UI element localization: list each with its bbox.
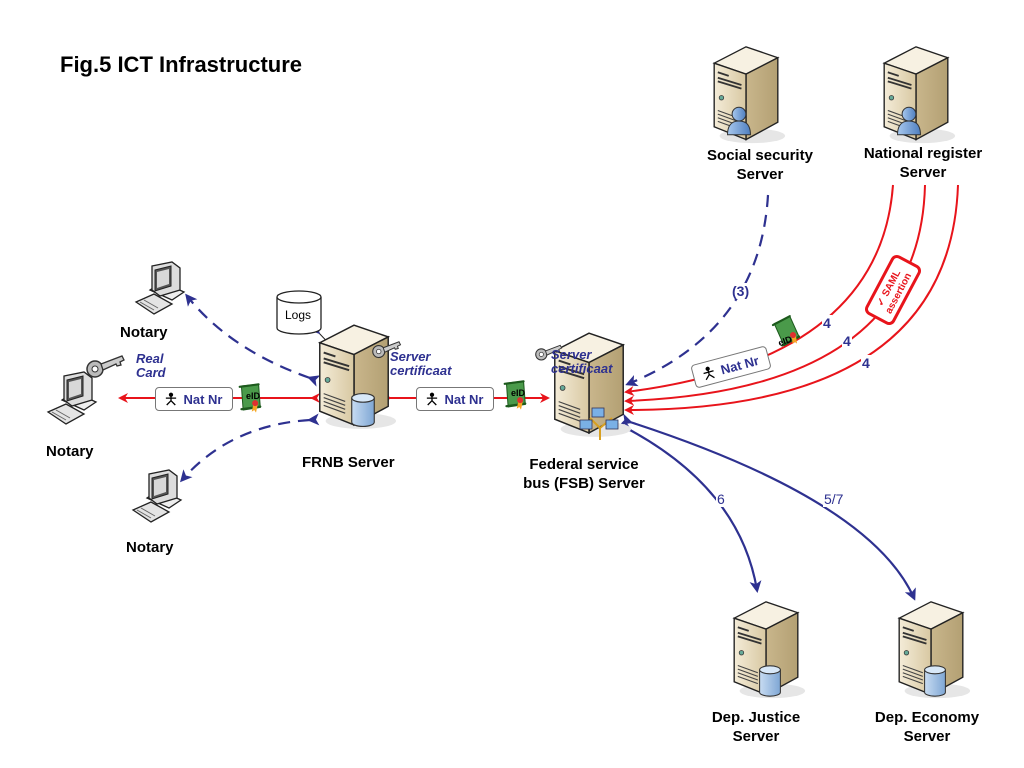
real-card-line2: Card (136, 365, 166, 380)
fsb-label-line2: bus (FSB) Server (523, 475, 645, 492)
notary-bottom-label: Notary (126, 539, 174, 556)
real-card-label: Real Card (136, 352, 166, 380)
national-register-label: National register Server (848, 144, 998, 182)
nat-nr-badge: Nat Nr (416, 387, 494, 411)
natreg-label-line2: Server (899, 164, 947, 181)
justice-server-label: Dep. Justice Server (696, 708, 816, 746)
economy-label-line2: Server (903, 728, 951, 745)
economy-server-label: Dep. Economy Server (862, 708, 992, 746)
cert-line2: certificaat (390, 363, 452, 378)
person-stick-icon (165, 392, 177, 406)
notary-left-computer-icon[interactable] (47, 371, 97, 425)
edge-label-justice: 6 (716, 491, 726, 507)
eid-label: eID (246, 391, 261, 401)
saml-assertion-badge (864, 254, 922, 326)
eid-label: eID (511, 388, 526, 398)
database-icon (759, 665, 781, 697)
nat-nr-label: Nat Nr (183, 391, 223, 407)
fsb-server-certificate-label: Server certificaat (551, 348, 612, 376)
notary-left-label: Notary (46, 443, 94, 460)
justice-label-line2: Server (732, 728, 780, 745)
logs-database-icon (276, 290, 322, 335)
edge-label-social: (3) (731, 283, 751, 299)
notary-top-label: Notary (120, 324, 168, 341)
notary-top-computer-icon[interactable] (135, 261, 185, 315)
edge-natreg-fsb-c (624, 184, 959, 415)
frnb-server-label: FRNB Server (302, 454, 395, 471)
fsb-label-line1: Federal service (529, 456, 639, 473)
figure-title: Fig.5 ICT Infrastructure (60, 52, 303, 77)
edge-fsb-economy (619, 413, 916, 601)
cert-line2: certificaat (551, 361, 613, 376)
notary-bottom-computer-icon[interactable] (132, 469, 182, 523)
database-icon (924, 665, 946, 697)
person-stick-icon (426, 392, 438, 406)
nat-nr-label: Nat Nr (444, 391, 484, 407)
database-icon (351, 392, 375, 428)
edge-fsb-justice (619, 420, 762, 593)
person-stick-icon (702, 365, 717, 382)
social-security-label: Social security Server (690, 146, 830, 184)
frnb-server-certificate-label: Server certificaat (390, 350, 451, 378)
cert-line1: Server (551, 347, 592, 362)
edge-natreg-fsb-a (624, 184, 894, 396)
edge-social-fsb (625, 194, 770, 387)
edge-label-natreg-c: 4 (861, 355, 871, 371)
edge-label-natreg-b: 4 (842, 333, 852, 349)
social-label-line1: Social security (707, 147, 813, 164)
fsb-server-label: Federal service bus (FSB) Server (514, 455, 654, 493)
real-card-key-icon (86, 355, 125, 378)
edge-label-economy: 5/7 (823, 491, 845, 507)
cert-line1: Server (390, 349, 431, 364)
natreg-label-line1: National register (863, 145, 983, 162)
social-label-line2: Server (736, 166, 784, 183)
justice-label-line1: Dep. Justice (711, 709, 801, 726)
logs-label: Logs (285, 308, 312, 322)
real-card-line1: Real (136, 351, 164, 366)
economy-label-line1: Dep. Economy (874, 709, 980, 726)
edge-frnb-notary-bottom (180, 413, 320, 483)
nat-nr-badge: Nat Nr (155, 387, 233, 411)
network-icon (579, 407, 619, 440)
edge-label-natreg-a: 4 (822, 315, 832, 331)
